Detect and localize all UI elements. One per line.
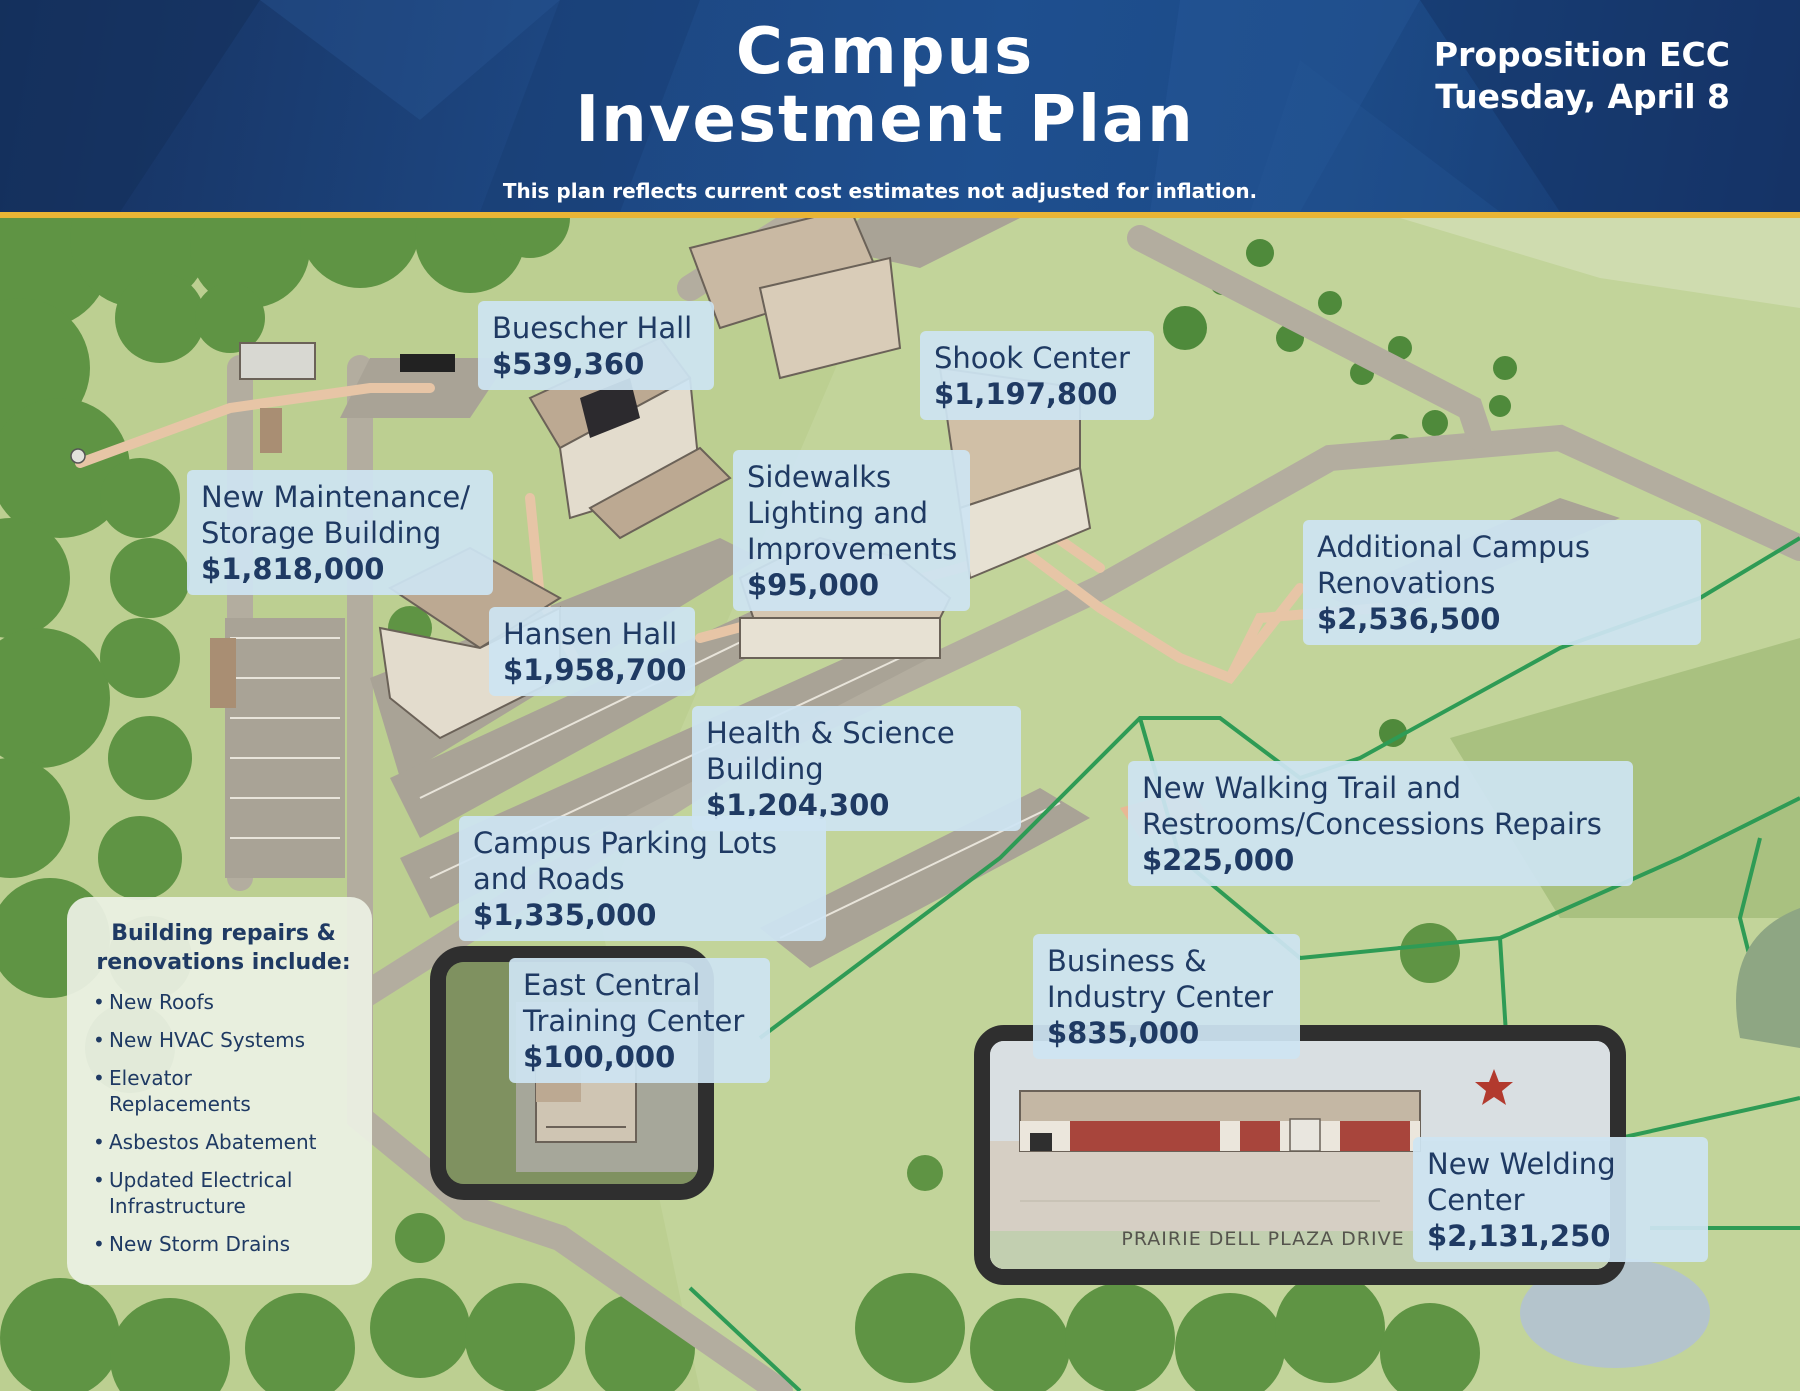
- header-gold-border: [0, 212, 1800, 218]
- project-name-line-1: Campus Parking Lots: [473, 826, 777, 860]
- list-item-text-line-2: Replacements: [109, 1092, 251, 1116]
- label-walking-trail-restrooms: New Walking Trail and Restrooms/Concessi…: [1128, 761, 1633, 886]
- list-item-text: New HVAC Systems: [109, 1028, 306, 1052]
- election-info: Proposition ECC Tuesday, April 8: [1434, 34, 1730, 118]
- project-name-line-1: East Central: [523, 968, 701, 1002]
- project-amount: $1,958,700: [503, 653, 687, 687]
- list-item: Asbestos Abatement: [89, 1129, 358, 1155]
- renovation-items-list: New Roofs New HVAC Systems Elevator Repl…: [89, 989, 358, 1257]
- subtitle: This plan reflects current cost estimate…: [502, 179, 1258, 203]
- project-name-line-2: Storage Building: [201, 516, 442, 550]
- project-name: Shook Center: [934, 341, 1130, 375]
- project-amount: $1,335,000: [473, 898, 657, 932]
- info-panel-title: Building repairs & renovations include:: [89, 919, 358, 977]
- page-title: Campus Investment Plan: [540, 18, 1230, 154]
- project-name: Buescher Hall: [492, 311, 693, 345]
- info-title-line-2: renovations include:: [96, 950, 351, 975]
- project-name-line-3: Improvements: [747, 532, 958, 566]
- project-amount: $2,131,250: [1427, 1219, 1611, 1253]
- project-name-line-2: Training Center: [523, 1004, 745, 1038]
- renovations-info-panel: Building repairs & renovations include: …: [67, 897, 372, 1285]
- project-name-line-2: Restrooms/Concessions Repairs: [1142, 807, 1602, 841]
- header-banner: Campus Investment Plan This plan reflect…: [0, 0, 1800, 212]
- list-item-text-line-2: Infrastructure: [109, 1194, 246, 1218]
- label-buescher-hall: Buescher Hall $539,360: [478, 301, 714, 390]
- pond: [1520, 1258, 1710, 1368]
- project-amount: $100,000: [523, 1040, 676, 1074]
- project-name-line-1: Business &: [1047, 944, 1207, 978]
- list-item-text-line-1: Elevator: [109, 1066, 192, 1090]
- list-item-text: New Roofs: [109, 990, 214, 1014]
- project-name-line-1: Health & Science: [706, 716, 955, 750]
- project-name-line-2: Renovations: [1317, 566, 1496, 600]
- project-name-line-1: New Welding: [1427, 1147, 1616, 1181]
- project-name-line-1: Additional Campus: [1317, 530, 1590, 564]
- project-name-line-1: New Walking Trail and: [1142, 771, 1462, 805]
- label-welding-center: New Welding Center $2,131,250: [1413, 1137, 1708, 1262]
- label-maintenance-storage-building: New Maintenance/ Storage Building $1,818…: [187, 470, 493, 595]
- proposition-name: Proposition ECC: [1433, 35, 1730, 74]
- info-title-line-1: Building repairs &: [111, 921, 336, 946]
- project-amount: $1,818,000: [201, 552, 385, 586]
- project-name: Hansen Hall: [503, 617, 678, 651]
- list-item-text: Asbestos Abatement: [109, 1130, 317, 1154]
- project-name-line-1: Sidewalks: [747, 460, 892, 494]
- label-hansen-hall: Hansen Hall $1,958,700: [489, 607, 695, 696]
- header-facets: [0, 0, 1800, 212]
- list-item: Elevator Replacements: [89, 1065, 358, 1117]
- trees-bottom: [0, 923, 1480, 1391]
- project-amount: $2,536,500: [1317, 602, 1501, 636]
- label-shook-center: Shook Center $1,197,800: [920, 331, 1154, 420]
- project-name-line-1: New Maintenance/: [201, 480, 471, 514]
- project-amount: $539,360: [492, 347, 645, 381]
- project-amount: $225,000: [1142, 843, 1295, 877]
- welding-location-star-icon: [1475, 1069, 1513, 1105]
- label-business-industry-center: Business & Industry Center $835,000: [1033, 934, 1300, 1059]
- project-name-line-2: Building: [706, 752, 824, 786]
- trees-left: [0, 218, 570, 1093]
- list-item: New Storm Drains: [89, 1231, 358, 1257]
- label-east-central-training-center: East Central Training Center $100,000: [509, 958, 770, 1083]
- list-item: New HVAC Systems: [89, 1027, 358, 1053]
- project-amount: $835,000: [1047, 1016, 1200, 1050]
- label-health-science-building: Health & Science Building $1,204,300: [692, 706, 1021, 831]
- list-item-text-line-1: Updated Electrical: [109, 1168, 293, 1192]
- project-name-line-2: Lighting and: [747, 496, 928, 530]
- road-label: PRAIRIE DELL PLAZA DRIVE: [1121, 1228, 1405, 1250]
- list-item-text: New Storm Drains: [109, 1232, 290, 1256]
- project-amount: $95,000: [747, 568, 880, 602]
- project-name-line-2: Industry Center: [1047, 980, 1274, 1014]
- project-name-line-2: Center: [1427, 1183, 1525, 1217]
- label-parking-lots-roads: Campus Parking Lots and Roads $1,335,000: [459, 816, 826, 941]
- election-date: Tuesday, April 8: [1435, 77, 1730, 116]
- label-sidewalks-lighting: Sidewalks Lighting and Improvements $95,…: [733, 450, 970, 611]
- title-line-2: Investment Plan: [575, 83, 1195, 157]
- label-additional-campus-renovations: Additional Campus Renovations $2,536,500: [1303, 520, 1701, 645]
- list-item: Updated Electrical Infrastructure: [89, 1167, 358, 1219]
- title-line-1: Campus: [735, 15, 1035, 89]
- project-name-line-2: and Roads: [473, 862, 625, 896]
- list-item: New Roofs: [89, 989, 358, 1015]
- project-amount: $1,197,800: [934, 377, 1118, 411]
- amphitheater: [1736, 908, 1800, 1048]
